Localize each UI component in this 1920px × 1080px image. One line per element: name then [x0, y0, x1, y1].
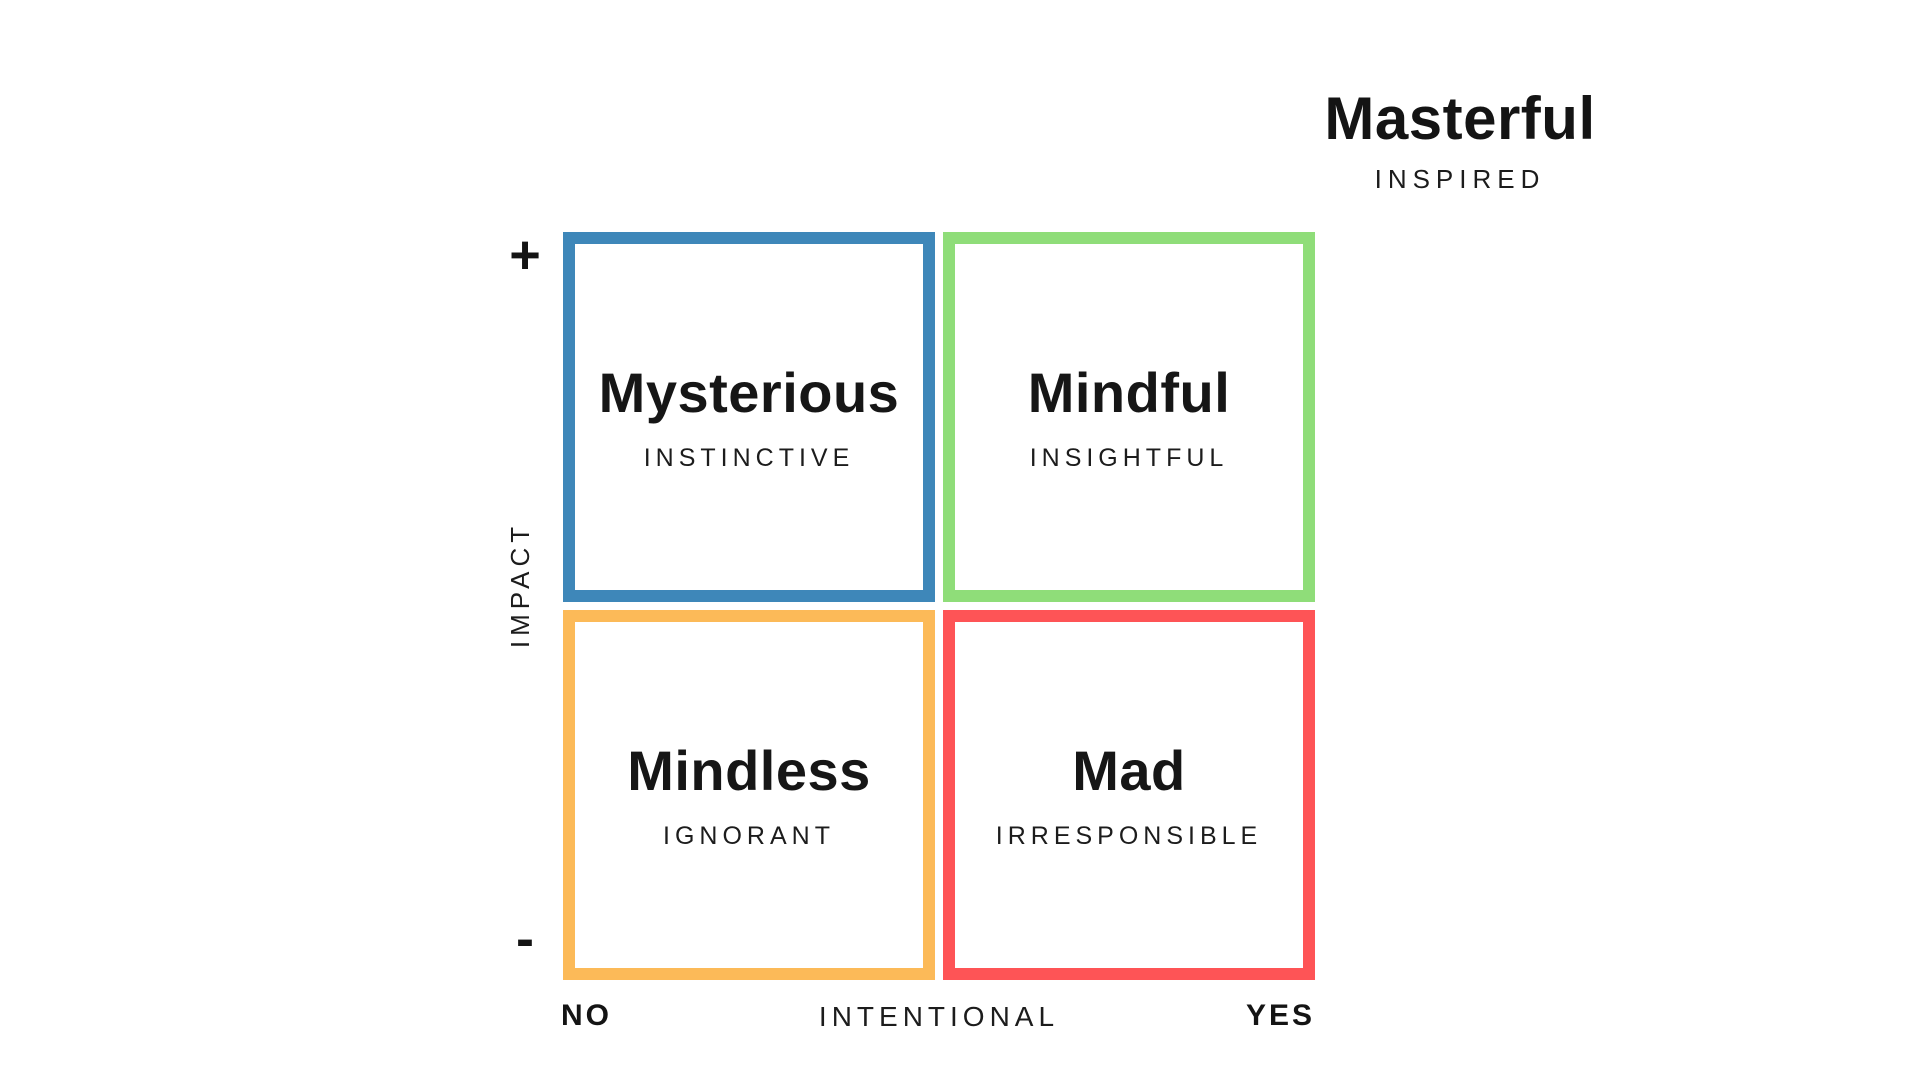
quadrant-title: Mindless — [627, 739, 871, 803]
corner-subtitle: INSPIRED — [1374, 164, 1546, 194]
quadrant-top-right: Mindful INSIGHTFUL — [943, 232, 1315, 602]
quadrant-bottom-left: Mindless IGNORANT — [563, 610, 935, 980]
corner-label: Masterful INSPIRED — [1270, 86, 1650, 195]
corner-title: Masterful — [1324, 85, 1596, 152]
quadrant-subtitle: IGNORANT — [663, 821, 835, 850]
quadrant-subtitle: INSIGHTFUL — [1029, 443, 1229, 472]
x-axis-right-label: YES — [1245, 999, 1315, 1032]
y-axis-label: IMPACT — [505, 521, 535, 649]
y-axis-minus-sign: - — [516, 909, 534, 969]
quadrant-subtitle: INSTINCTIVE — [643, 443, 855, 472]
x-axis-label: INTENTIONAL — [818, 1001, 1060, 1032]
y-axis-plus-sign: + — [509, 225, 541, 285]
quadrant-subtitle: IRRESPONSIBLE — [995, 821, 1263, 850]
quadrant-title: Mindful — [1027, 361, 1231, 425]
quadrant-title: Mad — [1072, 739, 1186, 803]
quadrant-bottom-right: Mad IRRESPONSIBLE — [943, 610, 1315, 980]
x-axis-left-label: NO — [561, 999, 612, 1032]
quadrant-top-left: Mysterious INSTINCTIVE — [563, 232, 935, 602]
quadrant-title: Mysterious — [598, 361, 900, 425]
